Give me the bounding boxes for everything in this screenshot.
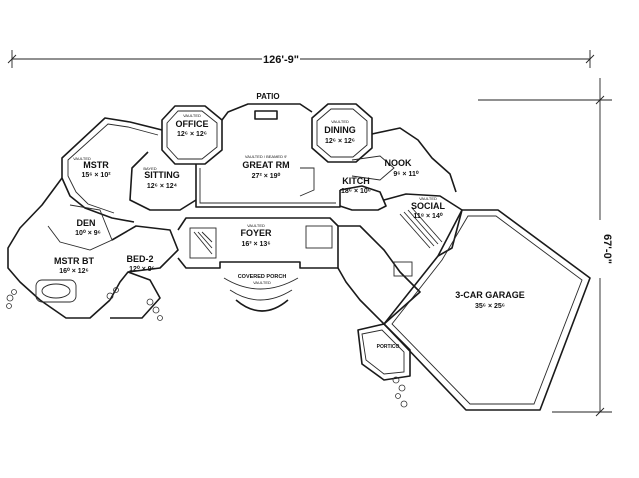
room-den: DEN 10⁰ × 9⁶ — [75, 218, 101, 237]
room-foyer-note: VAULTED — [247, 223, 265, 228]
room-master-bath: MSTR BT 16⁰ × 12⁶ — [54, 256, 94, 275]
room-master-note: VAULTED — [73, 156, 91, 161]
room-office: VAULTED OFFICE 12⁶ × 12⁶ — [176, 113, 209, 138]
room-den-size: 10⁰ × 9⁶ — [75, 229, 101, 237]
room-nook-name: NOOK — [385, 158, 413, 168]
room-great-room-note: VAULTED / BEAMED 9' — [245, 154, 287, 159]
room-great-room-name: GREAT RM — [242, 160, 289, 170]
room-den-name: DEN — [76, 218, 95, 228]
overall-depth-label: 67'-0" — [601, 234, 613, 264]
room-bed2: BED-2 12⁰ × 9⁶ — [126, 254, 154, 273]
room-sitting-size: 12⁶ × 12⁴ — [147, 183, 178, 190]
room-covered-porch: COVERED PORCH VAULTED — [238, 274, 287, 285]
room-social-note: VAULTED — [419, 196, 437, 201]
room-dining-size: 12⁶ × 12⁶ — [325, 138, 355, 145]
room-office-name: OFFICE — [176, 119, 209, 129]
room-office-size: 12⁶ × 12⁶ — [177, 131, 207, 138]
room-dining: VAULTED DINING 12⁶ × 12⁶ — [324, 119, 356, 145]
room-foyer-name: FOYER — [240, 228, 272, 238]
room-bed2-name: BED-2 — [126, 254, 153, 264]
room-kitchen-size: 18⁶ × 10⁶ — [341, 188, 371, 195]
room-master-bath-size: 16⁰ × 12⁶ — [59, 267, 89, 275]
room-kitchen-name: KITCH — [342, 176, 370, 186]
room-garage-name: 3-CAR GARAGE — [455, 290, 525, 300]
room-master-name: MSTR — [83, 160, 109, 170]
room-dining-note: VAULTED — [331, 119, 349, 124]
landscape-shrubs — [6, 287, 408, 408]
room-master: VAULTED MSTR 15⁶ × 10² — [73, 156, 111, 179]
room-dining-name: DINING — [324, 125, 356, 135]
room-portico-name: PORTICO — [377, 344, 400, 350]
room-sitting-note: BAYED — [143, 166, 156, 171]
room-foyer: VAULTED FOYER 16³ × 13⁶ — [240, 223, 272, 248]
room-garage: 3-CAR GARAGE 35⁶ × 25⁶ — [455, 290, 525, 310]
room-porch-note: VAULTED — [253, 280, 271, 285]
room-office-note: VAULTED — [183, 113, 201, 118]
room-sitting-name: SITTING — [144, 170, 180, 180]
room-nook-size: 9⁶ × 11⁰ — [393, 170, 418, 178]
room-master-size: 15⁶ × 10² — [81, 172, 111, 179]
room-nook: NOOK 9⁶ × 11⁰ — [385, 158, 419, 178]
room-bed2-size: 12⁰ × 9⁶ — [129, 265, 155, 273]
overall-width-dimension: 126'-9" — [7, 50, 595, 68]
room-master-bath-name: MSTR BT — [54, 256, 94, 266]
room-social: VAULTED SOCIAL 11⁸ × 14⁰ — [411, 196, 446, 220]
room-porch-name: COVERED PORCH — [238, 274, 287, 280]
exterior-walls — [7, 103, 591, 411]
room-social-name: SOCIAL — [411, 201, 446, 211]
room-foyer-size: 16³ × 13⁶ — [241, 241, 270, 248]
room-great-room-size: 27² × 19⁰ — [252, 172, 281, 180]
room-kitchen: KITCH 18⁶ × 10⁶ — [341, 176, 371, 195]
room-garage-size: 35⁶ × 25⁶ — [475, 303, 505, 310]
room-sitting: BAYED SITTING 12⁶ × 12⁴ — [143, 166, 179, 190]
room-social-size: 11⁸ × 14⁰ — [413, 212, 442, 220]
overall-depth-dimension: 67'-0" — [478, 78, 613, 417]
room-great-room: VAULTED / BEAMED 9' GREAT RM 27² × 19⁰ — [242, 154, 289, 180]
overall-width-label: 126'-9" — [263, 54, 299, 66]
room-patio-name: PATIO — [256, 92, 279, 101]
